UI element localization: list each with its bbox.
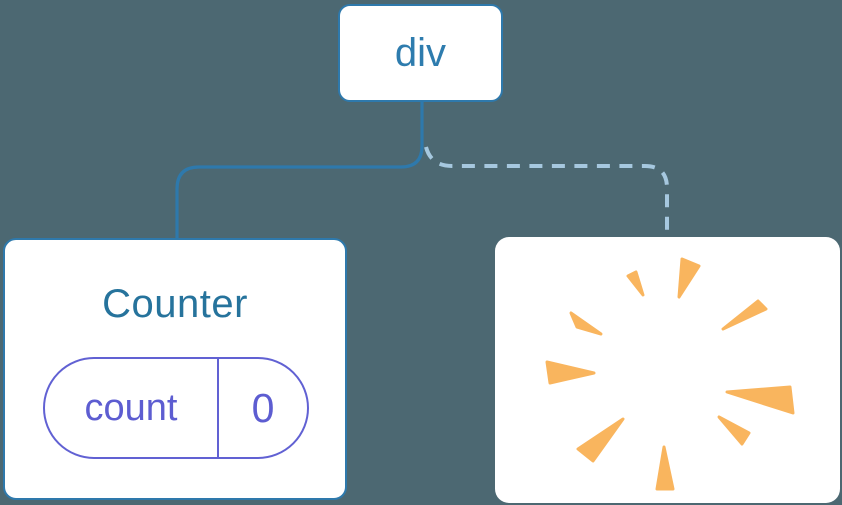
tree-node-div: div: [338, 4, 503, 102]
tree-node-div-label: div: [394, 30, 447, 75]
burst-ray: [626, 270, 645, 297]
burst-ray: [717, 415, 751, 446]
counter-title: Counter: [102, 282, 248, 326]
state-value: 0: [251, 384, 275, 431]
poof-burst-icon: [545, 257, 795, 491]
burst-ray: [677, 257, 701, 299]
burst-ray: [569, 311, 603, 336]
burst-ray: [721, 299, 768, 331]
state-pill: count 0: [43, 357, 309, 459]
burst-ray: [725, 385, 795, 415]
tree-node-counter: Counter count 0: [3, 238, 347, 500]
edge-solid-to-counter: [175, 101, 424, 239]
burst-ray: [576, 417, 625, 463]
tree-node-unmounting: [495, 237, 840, 503]
burst-ray: [545, 360, 596, 385]
burst-ray: [655, 445, 675, 491]
state-key: count: [45, 359, 219, 457]
edge-dashed-to-unmounting: [424, 146, 669, 238]
